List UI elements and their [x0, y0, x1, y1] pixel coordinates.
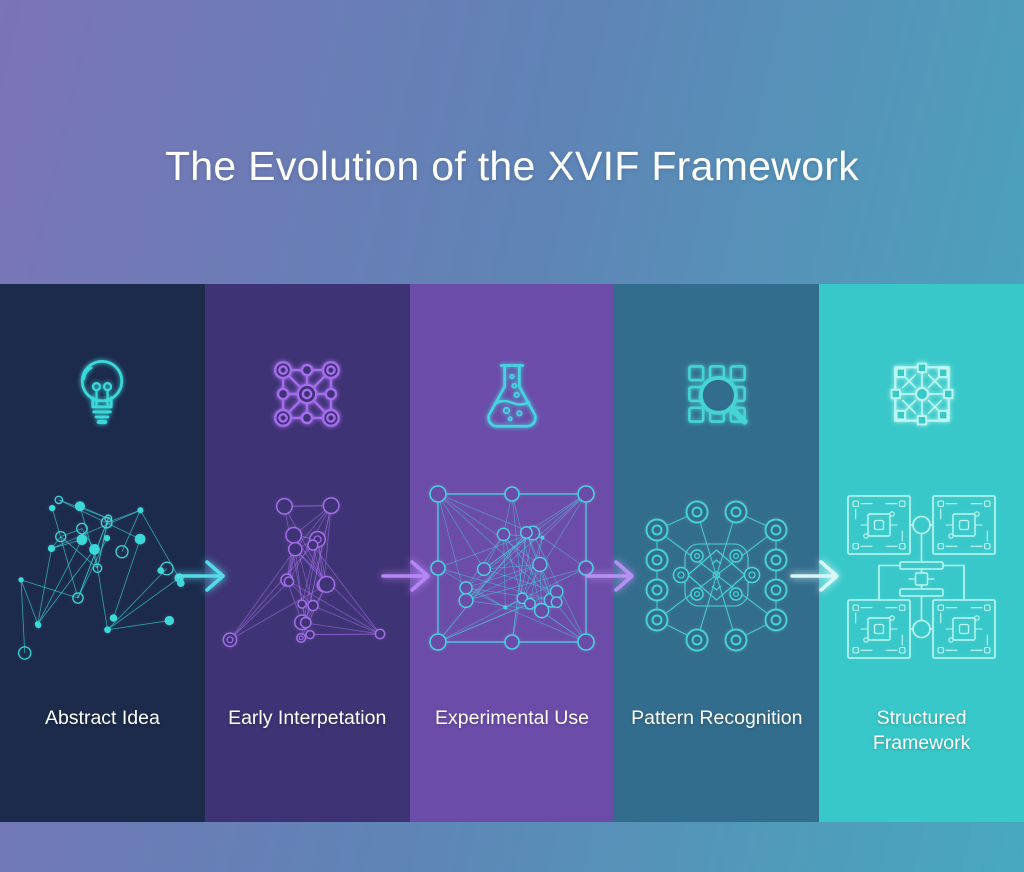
right-arrow-icon: [582, 554, 646, 598]
flask-icon: [466, 348, 558, 442]
stages-strip: Abstract Idea Earl: [0, 284, 1024, 822]
stage-label-abstract-idea: Abstract Idea: [44, 707, 160, 729]
network-nodes-icon: [261, 348, 353, 442]
right-arrow-icon: [173, 554, 237, 598]
stage-label-structured-framework: Structured Framework: [872, 707, 971, 755]
lightbulb-icon: [56, 348, 148, 442]
grid-magnifier-icon: [671, 348, 763, 442]
stage-label-pattern-recognition: Pattern Recognition: [631, 707, 803, 729]
panel-early-interpetation: Early Interpetation: [204, 284, 410, 822]
page-title: The Evolution of the XVIF Framework: [164, 143, 860, 190]
panel-abstract-idea: Abstract Idea: [0, 284, 205, 822]
symmetric-network-illustration: [619, 482, 814, 672]
panel-structured-framework: Structured Framework: [819, 284, 1024, 822]
circuit-icon: [876, 348, 968, 442]
panel-pattern-recognition: Pattern Recognition: [614, 284, 820, 822]
framed-network-illustration: [414, 482, 609, 672]
loose-network-illustration: [210, 482, 405, 672]
panel-experimental-use: Experimental Use: [409, 284, 615, 822]
stage-label-experimental-use: Experimental Use: [435, 707, 589, 729]
right-arrow-icon: [787, 554, 851, 598]
circuit-diagram-illustration: [824, 482, 1019, 672]
stage-label-early-interpetation: Early Interpetation: [228, 707, 387, 729]
chaotic-network-illustration: [5, 482, 200, 672]
right-arrow-icon: [378, 554, 442, 598]
